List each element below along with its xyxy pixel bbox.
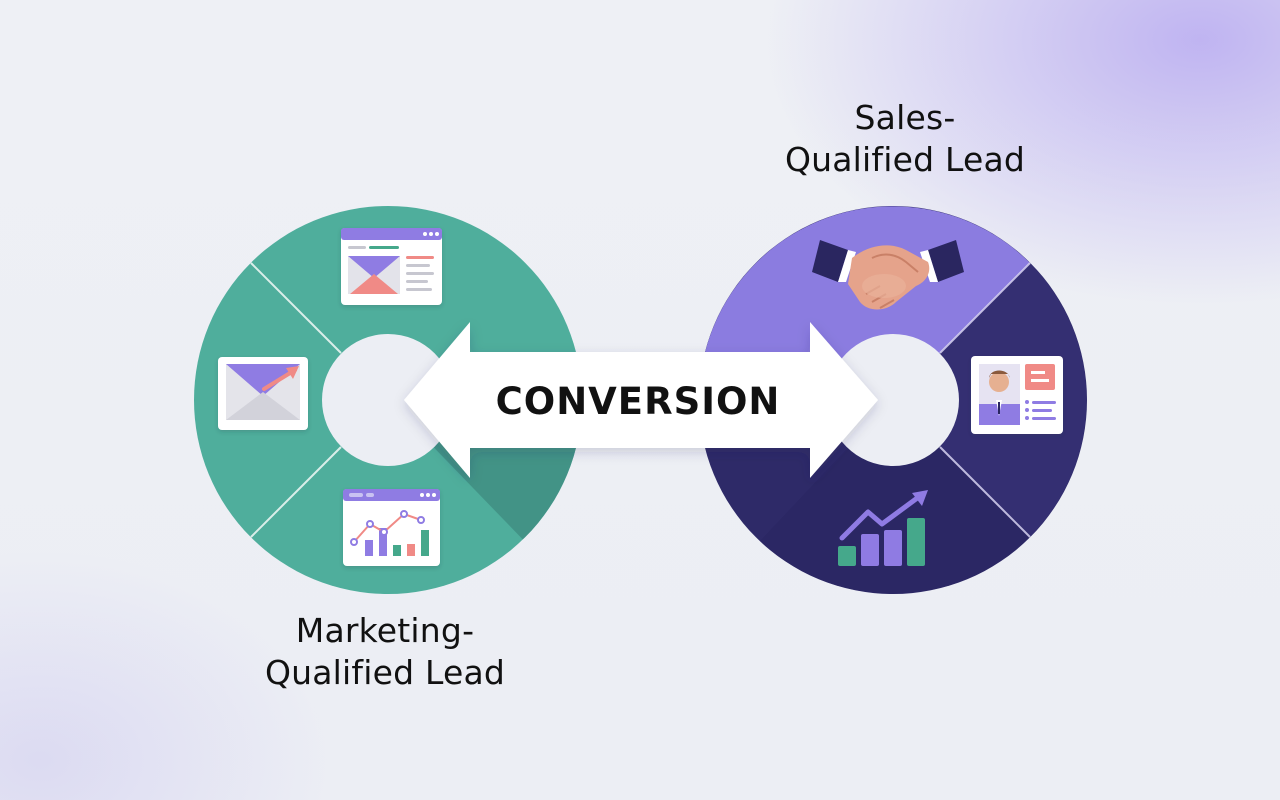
- conversion-label: CONVERSION: [496, 380, 781, 423]
- sql-label-line2: Qualified Lead: [784, 140, 1026, 179]
- analytics-dashboard-icon: [343, 489, 440, 566]
- sql-label-line1: Sales-: [854, 98, 956, 137]
- mql-label-line2: Qualified Lead: [264, 653, 506, 692]
- marketing-qualified-lead-label: Marketing- Qualified Lead: [180, 610, 590, 694]
- contact-card-icon: [971, 356, 1063, 434]
- handshake-icon: [812, 240, 964, 310]
- mql-label-line1: Marketing-: [295, 611, 475, 650]
- sales-ring: [699, 206, 1087, 594]
- sales-qualified-lead-label: Sales- Qualified Lead: [700, 97, 1110, 181]
- growth-chart-icon: [838, 490, 928, 566]
- email-template-icon: [341, 228, 442, 305]
- conversion-arrow: [404, 322, 878, 478]
- send-email-icon: [218, 357, 308, 430]
